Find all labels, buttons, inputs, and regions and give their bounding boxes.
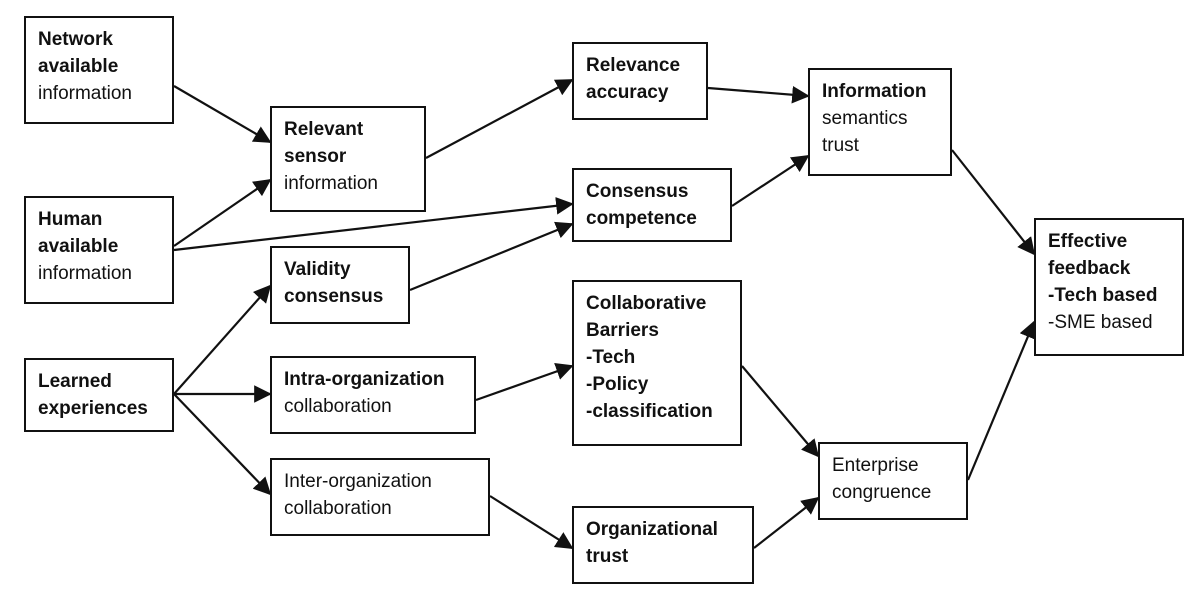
info-semantics-line-1: Information [822,81,927,102]
network-info-line-2: available [38,56,119,77]
node-relevant-sensor-information: Relevant sensor information [270,106,426,212]
human-info-line-3: information [38,263,132,284]
network-info-line-1: Network [38,29,113,50]
arrow-human-info-to-relevant-sensor [173,179,272,247]
node-relevance-accuracy: Relevance accuracy [572,42,708,120]
org-trust-line-2: trust [586,546,629,567]
arrow-intra-org-to-collab-barriers [475,362,574,402]
arrow-learned-exp-to-inter-org [173,393,272,496]
validity-line-2: consensus [284,286,384,307]
arrow-info-semantics-to-effective [951,149,1036,256]
arrow-validity-to-consensus-comp [409,221,574,292]
learned-exp-line-2: experiences [38,398,148,419]
arrow-inter-org-to-org-trust [489,495,574,549]
collab-barriers-line-4: -Policy [586,374,649,395]
arrow-network-info-to-relevant-sensor [173,85,272,143]
node-network-available-information: Network available information [24,16,174,124]
arrow-collab-barriers-to-enterprise [741,365,820,458]
arrow-consensus-comp-to-info-semantics [731,155,810,207]
arrow-human-info-to-consensus-comp [173,197,574,252]
collab-barriers-line-1: Collaborative [586,293,707,314]
effective-line-4: -SME based [1048,312,1153,333]
node-enterprise-congruence: Enterprise congruence [818,442,968,520]
relevant-sensor-line-2: sensor [284,146,347,167]
human-info-line-1: Human [38,209,103,230]
arrow-org-trust-to-enterprise [753,496,820,549]
node-organizational-trust: Organizational trust [572,506,754,584]
node-intra-organization-collaboration: Intra-organization collaboration [270,356,476,434]
node-consensus-competence: Consensus competence [572,168,732,242]
node-learned-experiences: Learned experiences [24,358,174,432]
relevance-acc-line-2: accuracy [586,82,669,103]
effective-line-1: Effective [1048,231,1128,252]
node-information-semantics-trust: Information semantics trust [808,68,952,176]
human-info-line-2: available [38,236,119,257]
enterprise-line-1: Enterprise [832,455,919,476]
collab-barriers-line-3: -Tech [586,347,636,368]
org-trust-line-1: Organizational [586,519,718,540]
collab-barriers-line-2: Barriers [586,320,659,341]
inter-org-line-1: Inter-organization [284,471,432,492]
arrow-relevant-sensor-to-relevance-acc [425,79,574,159]
relevant-sensor-line-3: information [284,173,378,194]
node-human-available-information: Human available information [24,196,174,304]
inter-org-line-2: collaboration [284,498,392,519]
node-inter-organization-collaboration: Inter-organization collaboration [270,458,490,536]
relevance-acc-line-1: Relevance [586,55,681,76]
consensus-comp-line-2: competence [586,208,697,229]
arrow-enterprise-to-effective [966,320,1037,481]
intra-org-line-1: Intra-organization [284,369,445,390]
node-effective-feedback: Effective feedback -Tech based -SME based [1034,218,1184,356]
relevant-sensor-line-1: Relevant [284,119,364,140]
validity-line-1: Validity [284,259,351,280]
effective-line-2: feedback [1048,258,1131,279]
intra-org-line-2: collaboration [284,396,392,417]
effective-line-3: -Tech based [1048,285,1158,306]
learned-exp-line-1: Learned [38,371,112,392]
collab-barriers-line-5: -classification [586,401,713,422]
node-validity-consensus: Validity consensus [270,246,410,324]
network-info-line-3: information [38,83,132,104]
info-semantics-line-2: semantics [822,108,908,129]
arrow-relevance-acc-to-info-semantics [707,85,810,104]
arrow-learned-exp-to-validity [173,284,272,395]
consensus-comp-line-1: Consensus [586,181,689,202]
enterprise-line-2: congruence [832,482,932,503]
info-semantics-line-3: trust [822,135,859,156]
